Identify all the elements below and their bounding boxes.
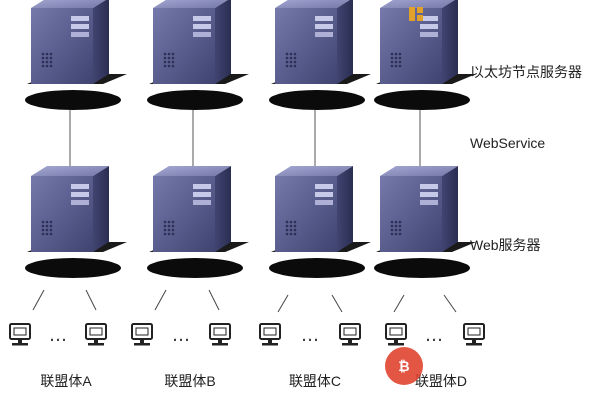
ellipsis-d: … [425, 325, 443, 346]
ethereum-node-server-c [269, 0, 371, 110]
ethereum-node-server-d [374, 0, 476, 110]
web-server-d [374, 166, 476, 278]
web-server-c [269, 166, 371, 278]
tier-label-web-server: Web服务器 [470, 237, 541, 253]
consortium-label-d: 联盟体D [415, 373, 467, 389]
client-connector [85, 289, 97, 311]
ellipsis-c: … [301, 325, 319, 346]
consortium-label-b: 联盟体B [164, 373, 215, 389]
monitor-icon [463, 323, 485, 347]
svg-text:₿: ₿ [398, 359, 409, 375]
monitor-icon [339, 323, 361, 347]
web-server-a [25, 166, 127, 278]
consortium-label-a: 联盟体A [40, 373, 92, 389]
client-monitors [9, 323, 485, 347]
brand-logo-icon [409, 7, 423, 21]
monitor-icon [209, 323, 231, 347]
connection-lines [69, 110, 421, 178]
consortium-label-c: 联盟体C [289, 373, 341, 389]
monitor-icon [9, 323, 31, 347]
client-connector [331, 294, 343, 313]
ethereum-node-server-a [25, 0, 127, 110]
client-connector [393, 294, 405, 313]
client-connector [32, 289, 45, 311]
monitor-icon [85, 323, 107, 347]
client-connector [208, 289, 220, 311]
ellipsis-a: … [49, 325, 67, 346]
tier-label-webservice: WebService [470, 135, 545, 151]
client-connectors [32, 289, 457, 313]
monitor-icon [131, 323, 153, 347]
monitor-icon [259, 323, 281, 347]
ellipsis-b: … [172, 325, 190, 346]
monitor-icon [385, 323, 407, 347]
client-connector [443, 294, 457, 313]
client-connector [154, 289, 167, 311]
tier-label-ethereum-node: 以太坊节点服务器 [470, 64, 582, 80]
ethereum-node-server-b [147, 0, 249, 110]
client-connector [277, 294, 289, 313]
bitcoin-watermark-icon: ₿ [385, 347, 423, 385]
web-server-b [147, 166, 249, 278]
